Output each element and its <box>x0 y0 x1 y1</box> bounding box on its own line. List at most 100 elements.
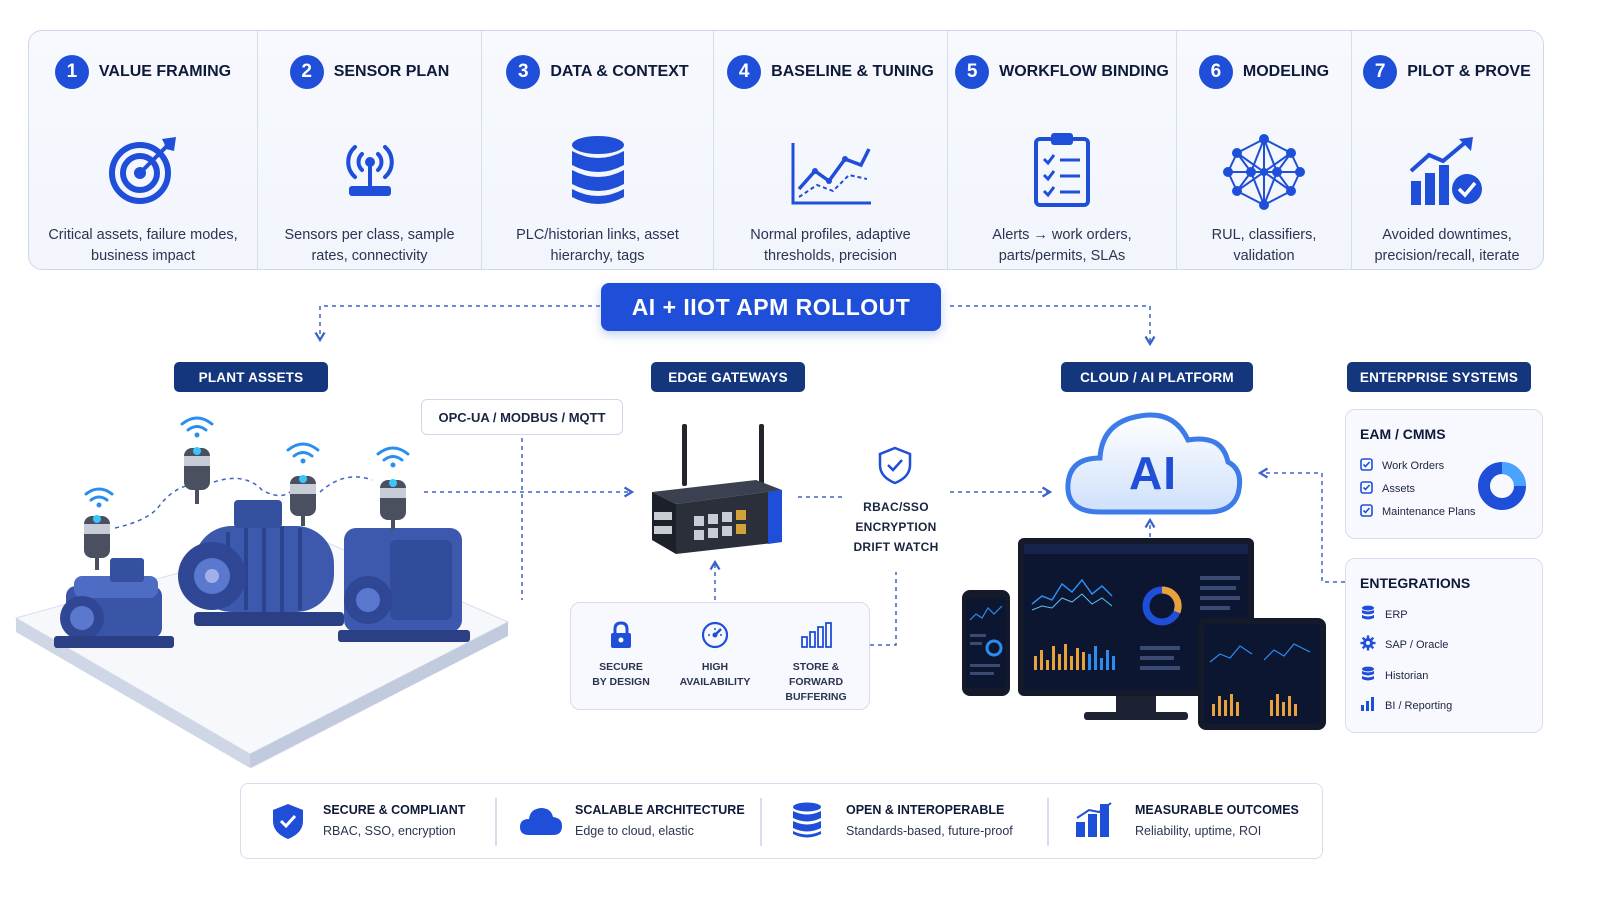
step-description: Alerts → work orders, parts/permits, SLA… <box>992 227 1132 264</box>
feature-label-line2: BY DESIGN <box>592 676 650 688</box>
edge-gateways-label: EDGE GATEWAYS <box>651 362 805 392</box>
step-title: SENSOR PLAN <box>333 63 450 80</box>
ai-cloud: AI <box>1062 400 1244 518</box>
gearbox-right <box>338 528 470 642</box>
donut-chart-icon <box>1476 460 1528 517</box>
step-title: DATA & CONTEXT <box>550 63 689 80</box>
eam-item-label: Maintenance Plans <box>1382 506 1476 518</box>
benefit-subtitle: Standards-based, future-proof <box>846 824 1013 838</box>
benefit-secure-compliant: SECURE & COMPLIANT RBAC, SSO, encryption <box>241 784 497 858</box>
feature-label-line1: HIGH <box>701 661 729 673</box>
plant-assets-illustration <box>14 416 510 768</box>
integrations-panel: ENTEGRATIONS ERP SAP / Oracle Historian … <box>1345 558 1543 733</box>
benefit-title: SCALABLE ARCHITECTURE <box>575 803 745 817</box>
integration-label: ERP <box>1385 608 1408 621</box>
step-title: MODELING <box>1242 63 1330 80</box>
step-title: WORKFLOW BINDING <box>999 63 1169 80</box>
divider <box>760 798 762 846</box>
vibration-sensor <box>84 515 110 570</box>
rollout-title: AI + IIOT APM ROLLOUT <box>601 283 941 331</box>
step-description: Normal profiles, adaptive thresholds, pr… <box>750 227 911 264</box>
feature-label-line2: AVAILABILITY <box>679 676 751 688</box>
integration-item: SAP / Oracle <box>1360 635 1448 654</box>
step-data-context: 3 DATA & CONTEXT PLC/historian links, as… <box>482 31 714 269</box>
benefit-measurable-outcomes: MEASURABLE OUTCOMES Reliability, uptime,… <box>1049 784 1321 858</box>
target-icon <box>106 133 180 212</box>
step-title: VALUE FRAMING <box>98 63 232 80</box>
tablet-dashboard <box>1198 618 1326 730</box>
phone-dashboard <box>962 590 1010 696</box>
step-description: RUL, classifiers, validation <box>1211 227 1317 264</box>
vibration-sensor <box>290 475 316 526</box>
feature-high-availability: HIGH AVAILABILITY <box>665 603 765 709</box>
benefit-scalable-architecture: SCALABLE ARCHITECTURE Edge to cloud, ela… <box>497 784 761 858</box>
benefit-open-interoperable: OPEN & INTEROPERABLE Standards-based, fu… <box>762 784 1048 858</box>
eam-item-label: Assets <box>1382 483 1416 495</box>
divider <box>1047 798 1049 846</box>
step-baseline-tuning: 4 BASELINE & TUNING Normal profiles, ada… <box>714 31 948 269</box>
protocols-label: OPC-UA / MODBUS / MQTT <box>421 399 623 435</box>
bar-chart-icon <box>1075 802 1115 843</box>
wireless-sensor-icon <box>337 133 403 208</box>
shield-check-icon <box>271 802 305 845</box>
integration-item: BI / Reporting <box>1360 696 1452 715</box>
gear-icon <box>1360 635 1376 654</box>
benefits-bar: SECURE & COMPLIANT RBAC, SSO, encryption… <box>240 783 1323 859</box>
rollout-steps-strip: 1 VALUE FRAMING Critical assets, failure… <box>28 30 1544 270</box>
eam-item: Work Orders <box>1360 458 1444 474</box>
bars-icon <box>800 621 832 654</box>
cloud-platform-label: CLOUD / AI PLATFORM <box>1061 362 1253 392</box>
lock-icon <box>609 621 633 654</box>
feature-label-line1: SECURE <box>599 661 643 673</box>
growth-chart-check-icon <box>1407 137 1487 214</box>
benefit-title: OPEN & INTEROPERABLE <box>846 803 1005 817</box>
security-features: RBAC/SSO ENCRYPTION DRIFT WATCH <box>845 497 947 557</box>
checkbox-icon <box>1360 481 1373 497</box>
pump-left <box>54 558 174 648</box>
step-number: 3 <box>506 55 541 89</box>
checkbox-icon <box>1360 458 1373 474</box>
benefit-subtitle: Reliability, uptime, ROI <box>1135 824 1262 838</box>
cloud-icon <box>519 806 563 841</box>
eam-cmms-panel: EAM / CMMS Work Orders Assets Maintenanc… <box>1345 409 1543 539</box>
neural-network-icon <box>1223 133 1305 216</box>
step-description: PLC/historian links, asset hierarchy, ta… <box>516 227 679 264</box>
step-number: 6 <box>1198 55 1233 89</box>
database-icon <box>792 802 822 845</box>
step-sensor-plan: 2 SENSOR PLAN Sensors per class, sample … <box>258 31 482 269</box>
step-title: PILOT & PROVE <box>1407 63 1531 80</box>
step-value-framing: 1 VALUE FRAMING Critical assets, failure… <box>29 31 258 269</box>
cloud-icon <box>1065 412 1243 515</box>
vibration-sensor <box>184 447 210 504</box>
ai-label: AI <box>1129 447 1177 499</box>
checkbox-icon <box>1360 504 1373 520</box>
integrations-title: ENTEGRATIONS <box>1360 575 1471 591</box>
eam-title: EAM / CMMS <box>1360 426 1446 442</box>
database-icon <box>1360 605 1376 624</box>
gauge-icon <box>701 621 729 654</box>
integration-label: SAP / Oracle <box>1385 638 1449 651</box>
divider <box>495 798 497 846</box>
security-drift-watch: DRIFT WATCH <box>853 540 939 554</box>
shield-check-icon <box>877 445 913 490</box>
database-icon <box>1360 666 1376 685</box>
eam-item-label: Work Orders <box>1382 460 1445 472</box>
benefit-title: SECURE & COMPLIANT <box>323 803 466 817</box>
benefit-subtitle: Edge to cloud, elastic <box>575 824 694 838</box>
enterprise-systems-label: ENTERPRISE SYSTEMS <box>1347 362 1531 392</box>
edge-gateway-device <box>652 424 782 554</box>
database-icon <box>570 135 626 212</box>
step-description: Avoided downtimes, precision/recall, ite… <box>1374 227 1520 264</box>
step-workflow-binding: 5 WORKFLOW BINDING Alerts → work orders,… <box>948 31 1177 269</box>
step-description: Sensors per class, sample rates, connect… <box>284 227 455 264</box>
benefit-subtitle: RBAC, SSO, encryption <box>323 824 456 838</box>
monitor-dashboard <box>1018 538 1254 720</box>
feature-label-line2: BUFFERING <box>785 691 847 703</box>
vibration-sensor <box>380 479 406 530</box>
step-number: 4 <box>727 55 762 89</box>
benefit-title: MEASURABLE OUTCOMES <box>1135 803 1299 817</box>
step-description: Critical assets, failure modes, business… <box>48 227 238 264</box>
line-chart-icon <box>789 141 873 212</box>
